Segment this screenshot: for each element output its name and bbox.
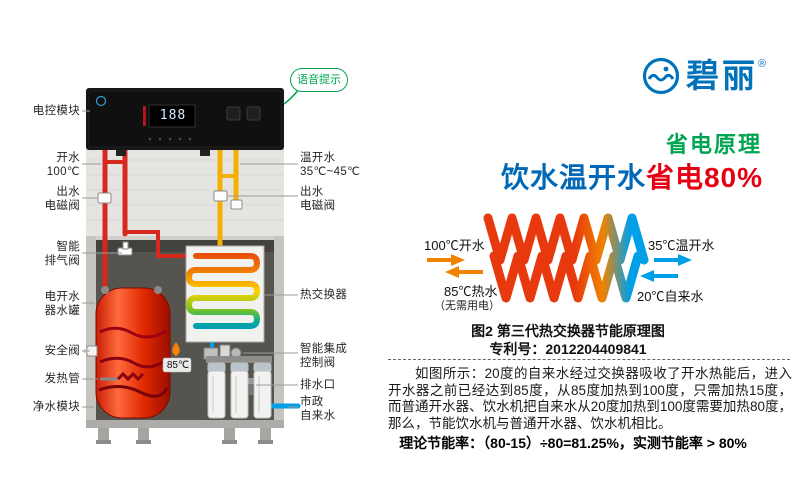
tank-temp-label: 85℃ (166, 360, 190, 371)
registered-mark: ® (758, 58, 767, 70)
hx-out-hot-label: 85℃热水 (444, 284, 498, 299)
description-paragraph: 如图所示：20度的自来水经过交换器吸收了开水热能后，进入开水器之前已经达到85度… (388, 366, 792, 431)
machine-legs (96, 428, 273, 444)
machine-label-right: 热交换器 (300, 289, 348, 301)
patent-number: 专利号：2012204409841 (489, 341, 647, 357)
machine-illustration (82, 87, 301, 444)
machine-label-left: 电控模块 (32, 105, 80, 117)
drain-outlet (246, 378, 255, 395)
panel-display (148, 104, 196, 128)
machine-label-right: 市政 自来水 (300, 396, 336, 422)
machine-label-left: 电开水 器水罐 (44, 291, 80, 317)
hot-in-arrow-icon (427, 254, 465, 266)
hx-in-hot-label: 100℃开水 (424, 238, 485, 253)
machine-label-left: 安全阀 (44, 345, 80, 357)
leader-lines (82, 110, 298, 408)
filter-module (206, 356, 272, 419)
machine-label-right: 智能集成 控制阀 (300, 343, 348, 369)
headline-subtitle: 饮水温开水省电80% (501, 156, 763, 196)
machine-label-right: 出水 电磁阀 (300, 186, 336, 212)
boiler-tank (84, 286, 171, 419)
machine-label-right: 排水口 (300, 379, 336, 391)
machine-label-left: 净水模块 (32, 401, 80, 413)
panel-button[interactable] (226, 106, 241, 121)
hot-out-arrow-icon (445, 266, 483, 278)
voice-tip-bubble: 语音提示 (290, 68, 348, 92)
figure-caption: 图2 第三代热交换器节能原理图 (471, 323, 665, 339)
hx-out-warm-label: 35℃温开水 (648, 238, 715, 253)
panel-logo-icon (95, 95, 107, 107)
control-panel (86, 88, 284, 156)
machine-label-left: 智能 排气阀 (44, 241, 80, 267)
heat-exchanger-diagram (483, 213, 649, 303)
hx-no-power-note: （无需用电） (434, 300, 500, 312)
heat-exchanger (185, 245, 265, 343)
brand-name: 碧丽 (686, 57, 758, 94)
brand-logo-icon (642, 57, 680, 95)
brand-logo: 碧丽 ® (641, 56, 766, 96)
energy-saving-formula: 理论节能率：（80-15）÷80=81.25%，实测节能率 > 80% (399, 435, 747, 451)
flame-icon (162, 342, 192, 373)
hx-in-cold-label: 20℃自来水 (637, 289, 704, 304)
headline-title: 省电原理 (665, 132, 762, 157)
headline-sub-blue: 饮水温开水 (500, 162, 646, 193)
headline-sub-red: 省电80% (645, 162, 763, 193)
machine-label-right: 温开水 35℃~45℃ (300, 152, 361, 178)
cold-in-arrow-icon (640, 270, 678, 282)
machine-label-left: 出水 电磁阀 (44, 186, 80, 212)
warm-out-arrow-icon (654, 254, 692, 266)
solenoid-valves (97, 190, 243, 256)
dashed-divider (388, 359, 790, 360)
panel-button[interactable] (246, 106, 261, 121)
panel-display-value: 188 (159, 108, 187, 123)
machine-label-left: 开水 100℃ (46, 152, 80, 178)
machine-label-left: 发热管 (44, 373, 80, 385)
